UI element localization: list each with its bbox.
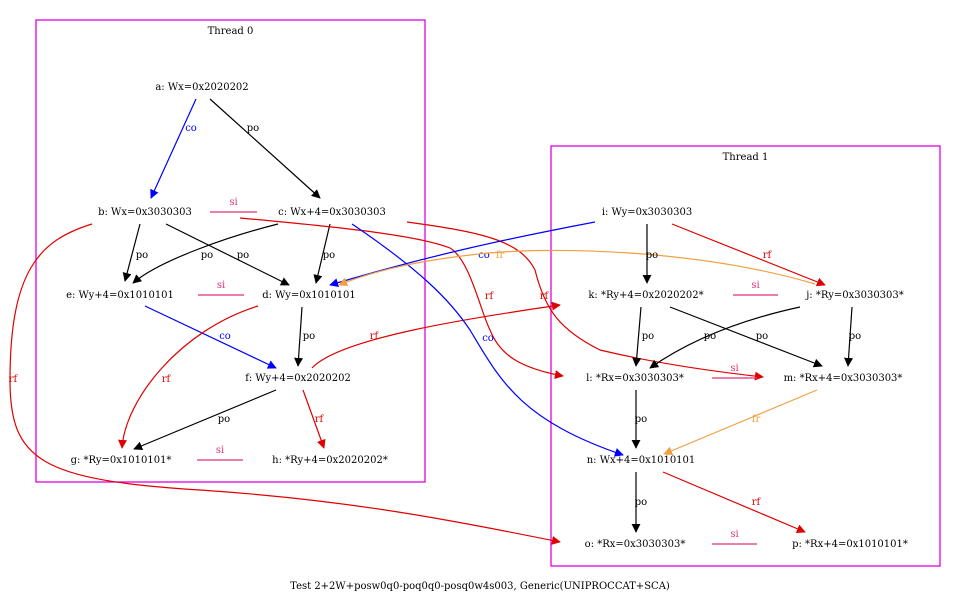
graph-caption: Test 2+2W+posw0q0-poq0q0-posq0w4s003, Ge…: [290, 581, 670, 592]
si-label: si: [730, 363, 738, 374]
edge-e-f-co: co: [144, 305, 277, 369]
edge-j-m-po: po: [844, 306, 861, 367]
edge-label-b-o: rf: [9, 374, 19, 385]
edge-label-n-p: rf: [752, 497, 762, 508]
edge-i-k-po: po: [642, 224, 658, 284]
edge-b-e-po: po: [122, 223, 148, 282]
edge-i-j-rf: rf: [671, 223, 826, 287]
edge-d-g-rf: rf: [118, 305, 259, 449]
si-label: si: [229, 197, 237, 208]
edge-n-p-rf: rf: [662, 471, 806, 533]
edge-a-b-co: co: [150, 98, 197, 199]
event-node-o: o: *Rx=0x3030303*: [585, 539, 686, 550]
edge-label-d-g: rf: [162, 374, 172, 385]
edge-b-o-rf: rf: [9, 223, 561, 545]
edge-b-d-po: po: [165, 223, 290, 286]
edge-c-m-rf: rf: [406, 221, 764, 381]
event-node-d: d: Wy=0x1010101: [262, 290, 356, 301]
edge-label-b-d: po: [237, 250, 249, 261]
edge-k-m-po: po: [669, 306, 823, 368]
edge-l-n-po: po: [631, 390, 647, 449]
edge-f-k-rf: rf: [311, 301, 561, 369]
si-label: si: [217, 280, 225, 291]
thread-cluster-t1: Thread 1: [550, 145, 941, 567]
event-node-b: b: Wx=0x3030303: [98, 207, 192, 218]
edge-label-d-f: po: [303, 331, 315, 342]
edge-i-d-co: co: [329, 221, 596, 287]
edge-label-b-l: rf: [485, 291, 495, 302]
edge-label-n-o: po: [635, 497, 647, 508]
edge-k-l-po: po: [632, 306, 654, 367]
edge-m-n-fr: fr: [663, 389, 818, 456]
edge-j-d-fr: fr: [338, 249, 816, 287]
si-label: si: [730, 529, 738, 540]
event-node-k: k: *Ry+4=0x2020202*: [588, 290, 703, 301]
edge-label-b-e: po: [136, 250, 148, 261]
edge-label-e-f: co: [219, 331, 231, 342]
edge-label-c-n: co: [482, 333, 494, 344]
si-mark-si-ed: si: [198, 280, 244, 296]
si-mark-si-op: si: [712, 529, 757, 545]
event-node-f: f: Wy+4=0x2020202: [245, 373, 351, 384]
event-node-m: m: *Rx+4=0x3030303*: [784, 373, 903, 384]
edge-label-i-j: rf: [763, 250, 773, 261]
edge-label-c-m: rf: [540, 291, 550, 302]
edge-f-g-po: po: [133, 389, 277, 451]
thread-cluster-t0: Thread 0: [35, 19, 426, 483]
edge-label-a-c: po: [247, 123, 259, 134]
event-node-g: g: *Ry=0x1010101*: [71, 455, 172, 466]
edge-c-d-po: po: [313, 223, 335, 284]
edge-label-f-k: rf: [370, 331, 380, 342]
edge-label-f-h: rf: [315, 414, 325, 425]
event-node-n: n: Wx+4=0x1010101: [587, 455, 696, 466]
edge-label-f-g: po: [218, 414, 230, 425]
si-label: si: [216, 445, 224, 456]
event-node-i: i: Wy=0x3030303: [602, 207, 692, 218]
si-mark-si-lm: si: [712, 363, 757, 379]
edge-label-c-d: po: [323, 250, 335, 261]
edge-b-l-rf: rf: [239, 217, 564, 379]
edge-label-k-m: po: [756, 331, 768, 342]
event-node-p: p: *Rx+4=0x1010101*: [792, 539, 908, 550]
si-mark-si-bc: si: [210, 197, 257, 213]
event-node-l: l: *Rx=0x3030303*: [586, 373, 684, 384]
thread-label-t1: Thread 1: [723, 152, 769, 163]
edge-label-a-b: co: [185, 123, 197, 134]
edge-label-j-d: fr: [496, 250, 505, 261]
event-node-c: c: Wx+4=0x3030303: [278, 207, 386, 218]
edge-j-l-po: po: [649, 306, 801, 369]
edge-label-c-e: po: [201, 250, 213, 261]
edge-label-m-n: fr: [752, 414, 761, 425]
si-label: si: [751, 280, 759, 291]
si-mark-si-gh: si: [197, 445, 243, 461]
edge-a-c-po: po: [209, 98, 321, 199]
event-node-j: j: *Ry=0x3030303*: [805, 290, 904, 301]
edge-n-o-po: po: [631, 472, 647, 533]
edge-label-k-l: po: [642, 331, 654, 342]
edge-label-l-n: po: [635, 414, 647, 425]
edge-label-j-m: po: [849, 331, 861, 342]
edge-label-i-d: co: [478, 250, 490, 261]
event-node-a: a: Wx=0x2020202: [155, 82, 248, 93]
si-mark-si-kj: si: [733, 280, 778, 296]
edge-label-j-l: po: [704, 331, 716, 342]
event-node-e: e: Wy+4=0x1010101: [66, 290, 174, 301]
edge-d-f-po: po: [294, 306, 315, 367]
edge-f-h-rf: rf: [302, 389, 326, 449]
thread-label-t0: Thread 0: [208, 26, 254, 37]
event-node-h: h: *Ry+4=0x2020202*: [272, 455, 388, 466]
edge-c-e-po: po: [132, 223, 279, 284]
edge-label-i-k: po: [646, 250, 658, 261]
